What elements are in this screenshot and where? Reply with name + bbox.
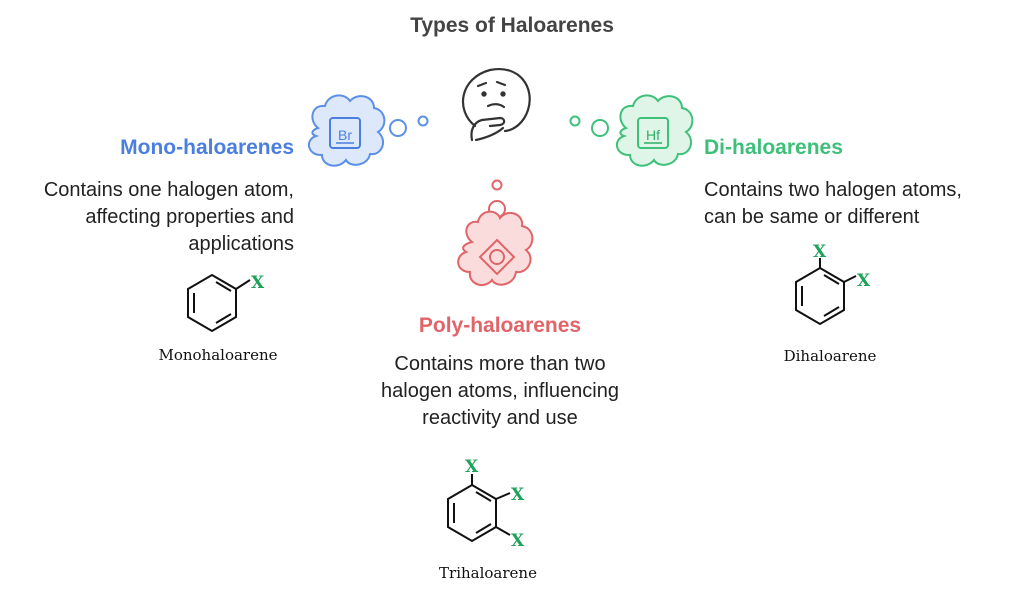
mono-substituent: X (251, 273, 265, 293)
poly-haloarenes-heading: Poly-haloarenes (418, 314, 582, 337)
poly-haloarenes-description: Contains more than two halogen atoms, in… (300, 351, 700, 432)
di-substituent-top: X (813, 242, 827, 262)
mono-desc-line: Contains one halogen atom, (43, 179, 294, 201)
diagram-title: Types of Haloarenes (410, 14, 614, 37)
di-cloud-icon (615, 94, 694, 167)
di-desc-line: can be same or different (704, 206, 920, 228)
thought-dots-left (389, 115, 429, 137)
dihaloarene-structure (795, 258, 857, 326)
monohaloarene-label: Monohaloarene (158, 346, 278, 364)
thinking-face-icon (461, 67, 531, 142)
thought-dots-right (569, 115, 609, 137)
mono-desc-line: affecting properties and (85, 206, 294, 228)
dihaloarene-label: Dihaloarene (783, 347, 877, 365)
mono-haloarenes-heading: Mono-haloarenes (120, 136, 294, 159)
poly-desc-line: Contains more than two (394, 353, 606, 375)
monohaloarene-structure (187, 273, 251, 333)
hf-element-icon: Hf (646, 127, 660, 143)
poly-desc-line: halogen atoms, influencing (381, 380, 619, 402)
trihaloarene-structure (447, 474, 511, 543)
trihaloarene-label: Trihaloarene (439, 564, 537, 582)
poly-desc-line: reactivity and use (422, 407, 578, 429)
mono-haloarenes-description: Contains one halogen atom, affecting pro… (0, 177, 294, 258)
mono-cloud-icon (307, 94, 386, 167)
tri-substituent-bottom: X (511, 531, 525, 551)
di-haloarenes-description: Contains two halogen atoms, can be same … (704, 177, 962, 231)
br-element-icon: Br (338, 127, 352, 143)
di-haloarenes-heading: Di-haloarenes (704, 136, 843, 159)
target-icon (478, 238, 516, 276)
tri-substituent-top: X (465, 457, 479, 477)
di-desc-line: Contains two halogen atoms, (704, 179, 962, 201)
mono-desc-line: applications (188, 233, 294, 255)
di-substituent-right: X (857, 271, 871, 291)
poly-cloud-icon (457, 210, 534, 287)
tri-substituent-middle: X (511, 485, 525, 505)
